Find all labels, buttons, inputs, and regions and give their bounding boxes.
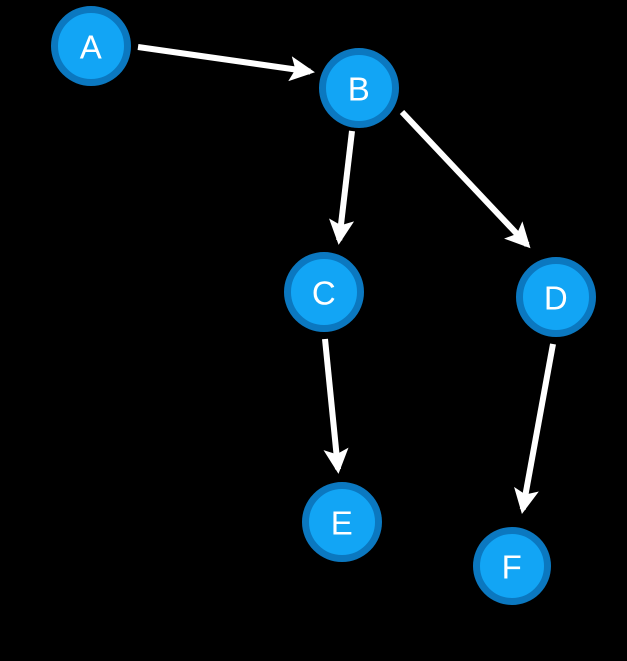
node-circle (51, 6, 131, 86)
node-circle (473, 527, 551, 605)
node-label: C (312, 275, 336, 312)
graph-node-d[interactable]: D (516, 257, 596, 337)
node-label: A (80, 29, 103, 66)
graph-edge (329, 130, 355, 245)
graph-edge (399, 109, 531, 249)
graph-edge (322, 338, 349, 474)
node-label: B (348, 71, 371, 108)
nodes-layer: A B C D E F (51, 6, 596, 605)
node-label: D (544, 280, 568, 317)
node-circle (284, 252, 364, 332)
edges-layer (137, 44, 556, 514)
graph-edge (137, 44, 315, 82)
graph-edge (514, 343, 556, 514)
graph-node-a[interactable]: A (51, 6, 131, 86)
graph-node-b[interactable]: B (319, 48, 399, 128)
node-label: F (502, 549, 523, 586)
node-circle (319, 48, 399, 128)
graph-node-f[interactable]: F (473, 527, 551, 605)
node-circle (302, 482, 382, 562)
node-circle (516, 257, 596, 337)
graph-node-e[interactable]: E (302, 482, 382, 562)
node-label: E (331, 505, 354, 542)
graph-node-c[interactable]: C (284, 252, 364, 332)
